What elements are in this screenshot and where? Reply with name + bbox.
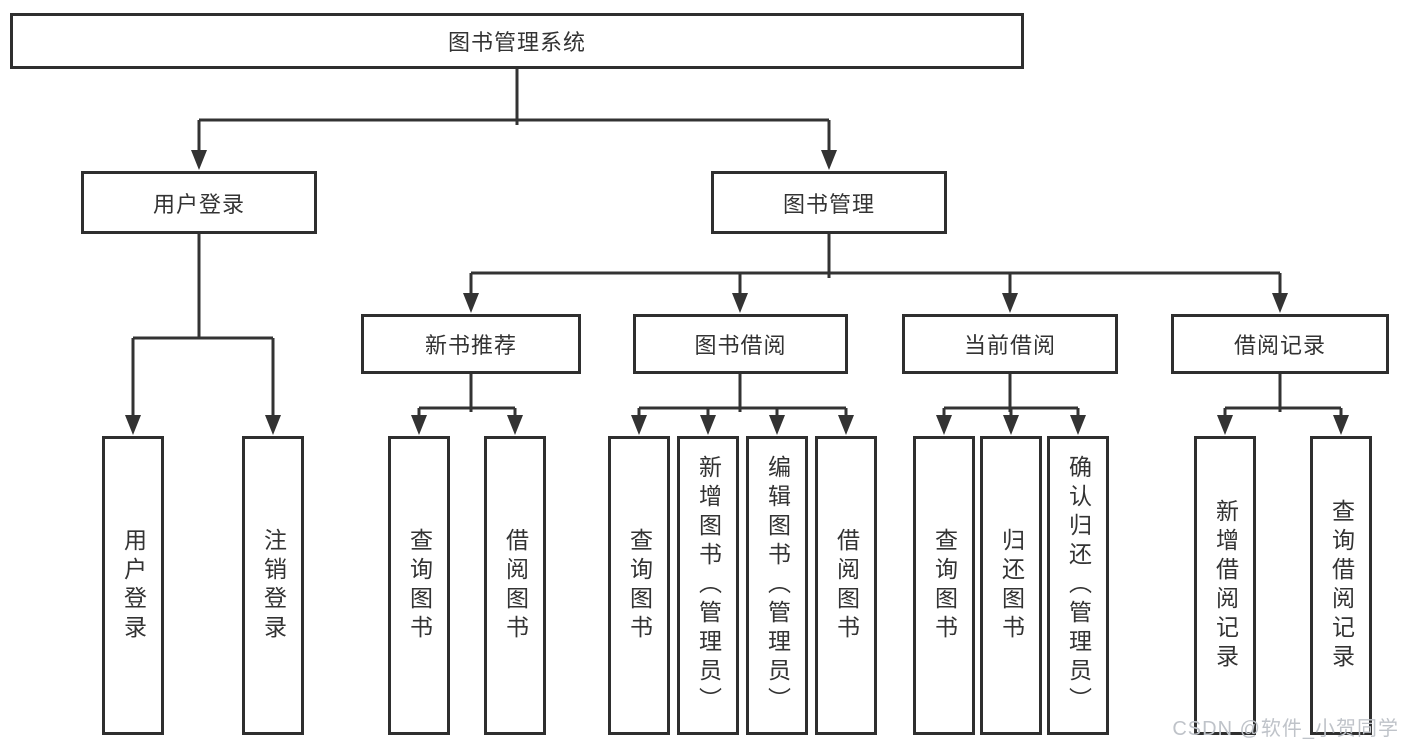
leaf-user-login: 用户登录 [102,436,164,735]
node-label: 图书借阅 [694,333,787,358]
node-current-borrow: 当前借阅 [902,314,1118,374]
node-label: 确认归还（管理员） [1065,455,1092,716]
arrowheads [125,150,1349,435]
leaf-query-books: 查询图书 [388,436,450,735]
node-label: 查询图书 [406,527,433,644]
leaf-borrow-books: 借阅图书 [815,436,877,735]
node-label: 图书管理 [782,191,875,217]
node-label: 查询图书 [626,527,653,644]
node-label: 当前借阅 [963,333,1056,358]
node-root: 图书管理系统 [10,13,1024,69]
node-label: 借阅图书 [833,527,860,644]
node-label: 新书推荐 [424,333,517,358]
leaf-borrow-books: 借阅图书 [484,436,546,735]
csdn-watermark: CSDN @软件_小贺同学 [1172,718,1399,740]
node-label: 用户登录 [120,527,147,644]
node-label: 新增图书（管理员） [695,455,722,716]
leaf-add-books-admin: 新增图书（管理员） [677,436,739,735]
leaf-query-books: 查询图书 [913,436,975,735]
node-label: 借阅图书 [502,527,529,644]
node-label: 查询借阅记录 [1328,498,1355,673]
leaf-query-borrow-record: 查询借阅记录 [1310,436,1372,735]
node-label: 用户登录 [152,191,245,217]
leaf-return-books: 归还图书 [980,436,1042,735]
node-new-book-recommend: 新书推荐 [361,314,581,374]
node-label: 注销登录 [260,527,287,644]
node-label: 编辑图书（管理员） [764,455,791,716]
leaf-confirm-return-admin: 确认归还（管理员） [1047,436,1109,735]
node-label: 新增借阅记录 [1212,498,1239,673]
leaf-logout: 注销登录 [242,436,304,735]
leaf-add-borrow-record: 新增借阅记录 [1194,436,1256,735]
leaf-query-books: 查询图书 [608,436,670,735]
node-label: 归还图书 [998,527,1025,644]
node-label: 图书管理系统 [447,30,586,55]
node-book-management: 图书管理 [711,171,947,234]
node-user-login: 用户登录 [81,171,317,234]
leaf-edit-books-admin: 编辑图书（管理员） [746,436,808,735]
node-book-borrow: 图书借阅 [633,314,848,374]
node-borrow-records: 借阅记录 [1171,314,1389,374]
node-label: 查询图书 [931,527,958,644]
node-label: 借阅记录 [1233,333,1326,358]
